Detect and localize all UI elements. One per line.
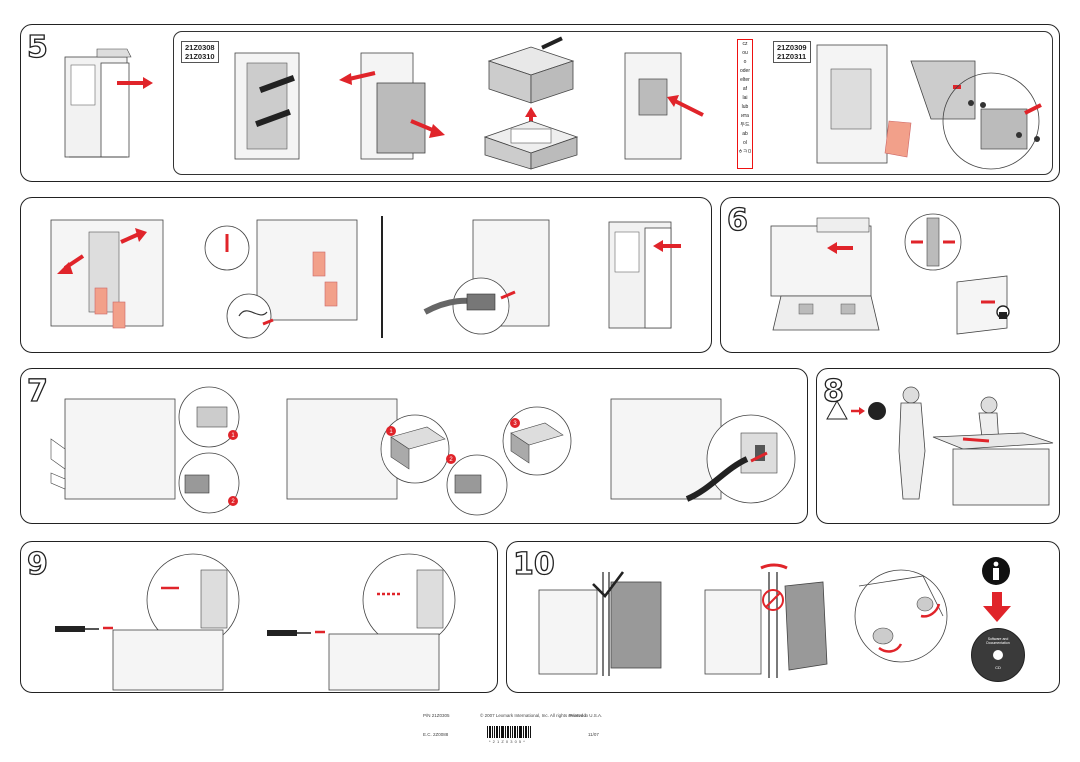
staple-cartridge-illustration [423,219,550,335]
step-10-panel: 10 Software and Documentation CD [506,541,1060,693]
step-number: 7 [26,374,48,409]
step-6-panel: 6 [720,197,1060,353]
printer-illustration [64,48,153,158]
footer-ec-number: E.C. 2Z0088 [423,732,449,737]
part-number-label: 21Z0308 21Z0310 [181,41,219,63]
part-number-label: 21Z0309 21Z0311 [773,41,811,63]
lock-icon [904,213,1010,335]
cd-title: Software and Documentation [986,637,1010,645]
finisher-tags-illustration [50,219,164,329]
info-icon [982,557,1010,585]
step-5-panel: 5 21Z0308 21Z0310 [20,24,1060,182]
step-number: 6 [726,203,748,238]
step-number: 9 [26,547,48,582]
footer-copyright: © 2007 Lexmark International, Inc. All r… [480,713,588,718]
power-cord-illustration [610,398,796,504]
close-door-illustration [608,221,681,329]
step-7-panel: 7 1 2 1 2 3 [20,368,808,524]
bracket-screws-illustration [816,44,1042,170]
footer-part-number: P/N 21Z0305 [423,713,450,718]
step-8-panel: 8 [816,368,1060,524]
svg-text:3: 3 [513,421,517,427]
insert-part-illustration [624,52,704,160]
language-list: cz ou o oder elter af lai lub ита 두드 ab … [737,39,753,169]
cable-connect-illustration: 1 2 [50,386,240,514]
two-person-lift-illustration [898,386,1054,506]
install-module-illustration: 1 2 3 [286,398,572,516]
remove-tray-illustration [339,52,445,160]
section-divider [381,216,383,338]
tag-icon [204,219,358,339]
barcode-text: * 2 1 Z 0 3 0 5 * [489,739,526,744]
step-number: 5 [26,30,48,65]
cover-illustration [770,217,880,331]
step-number: 8 [822,374,844,409]
remove-tape-panel [20,197,712,353]
screwdriver-bracket-illustration [55,553,240,691]
alignment-detail-illustration [854,569,948,663]
barcode-icon [487,726,531,738]
check-icon [538,571,662,676]
svg-text:1: 1 [231,433,235,439]
step-9-panel: 9 [20,541,498,693]
warning-icon [826,399,886,420]
cd-icon: Software and Documentation CD [971,628,1025,682]
step-number: 10 [512,547,555,582]
footer-date: 11/07 [588,732,599,737]
footer-printed: Printed in U.S.A. [569,713,603,718]
arrow-icon [983,592,1011,622]
unpack-finisher-frame [173,31,1053,175]
no-sign-icon [704,563,828,678]
svg-text:2: 2 [231,499,235,505]
svg-text:1: 1 [389,429,393,435]
finisher-open-illustration [234,52,300,160]
cd-subtitle: CD [995,665,1001,670]
screwdriver-bracket-illustration [267,553,456,691]
svg-text:2: 2 [449,457,453,463]
box-icon [483,36,579,170]
